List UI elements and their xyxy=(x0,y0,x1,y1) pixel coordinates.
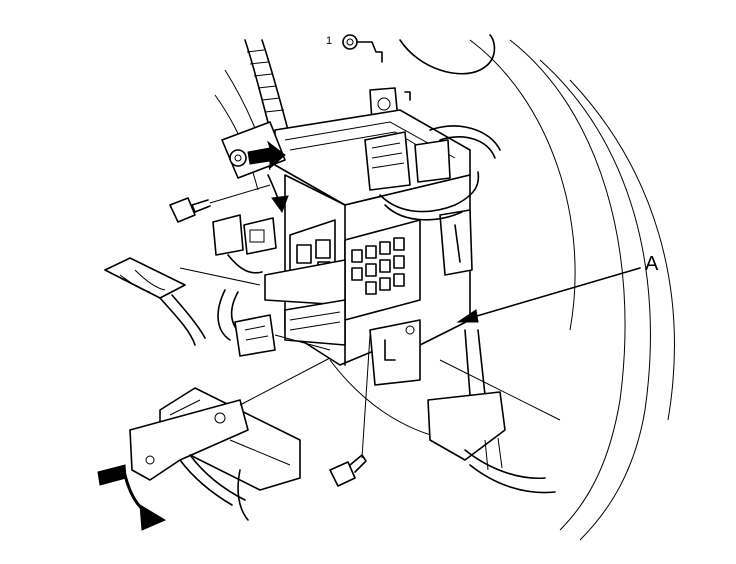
lower-mid-connector xyxy=(217,289,331,357)
far-left-connector xyxy=(104,257,261,346)
bottom-lever-connector xyxy=(129,357,331,521)
bolt-bottom xyxy=(329,334,371,487)
upper-wire-harness xyxy=(244,39,289,131)
lever-direction-arrow xyxy=(97,464,167,531)
body-panel-outline xyxy=(214,34,675,541)
left-top-connector xyxy=(221,121,289,214)
callout-a: A xyxy=(645,253,659,275)
mid-left-connectors xyxy=(212,214,277,274)
bolt-1: 1 xyxy=(326,34,383,63)
bolt-left xyxy=(169,184,271,223)
callout-one: 1 xyxy=(326,35,332,47)
callout-a-leader: A xyxy=(456,253,659,323)
fuse-relay-box xyxy=(264,87,473,386)
right-lower-harness xyxy=(427,329,556,494)
upper-right-connector xyxy=(364,125,501,221)
